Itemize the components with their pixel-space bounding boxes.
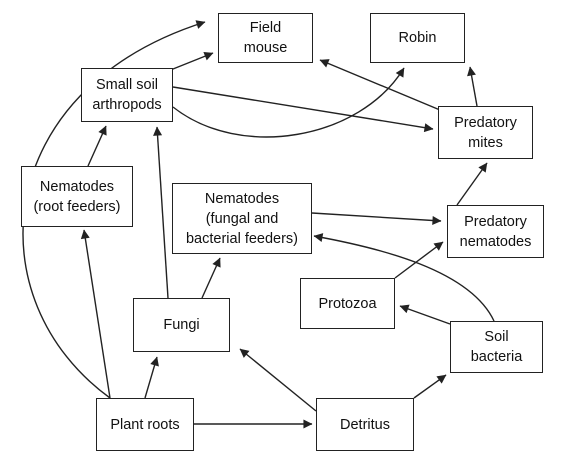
arrow-plant-roots-to-nematodes-root-feeders xyxy=(80,229,111,399)
arrow-predatory-mites-to-field-mouse xyxy=(319,59,441,111)
node-nematodes-fungal-bacterial-feeders: Nematodes (fungal and bacterial feeders) xyxy=(172,183,312,254)
node-small-soil-arthropods: Small soil arthropods xyxy=(81,68,173,122)
node-robin: Robin xyxy=(370,13,465,63)
arrow-small-soil-arthropods-to-predatory-mites xyxy=(172,86,434,133)
arrow-protozoa-to-predatory-nematodes xyxy=(394,241,444,279)
arrow-small-soil-arthropods-to-robin xyxy=(172,67,405,138)
node-soil-bacteria: Soil bacteria xyxy=(450,321,543,373)
arrow-small-soil-arthropods-to-field-mouse xyxy=(167,51,214,72)
node-predatory-nematodes: Predatory nematodes xyxy=(447,205,544,258)
arrow-nematodes-fungal-bacterial-feeders-to-predatory-nematodes xyxy=(311,212,442,225)
node-detritus: Detritus xyxy=(316,398,414,451)
arrow-soil-bacteria-to-nematodes-fungal-bacterial-feeders xyxy=(313,233,495,322)
node-protozoa: Protozoa xyxy=(300,278,395,329)
arrow-predatory-mites-to-robin xyxy=(467,66,478,107)
node-predatory-mites: Predatory mites xyxy=(438,106,533,159)
node-nematodes-root-feeders: Nematodes (root feeders) xyxy=(21,166,133,227)
arrow-predatory-nematodes-to-predatory-mites xyxy=(456,162,488,206)
node-fungi: Fungi xyxy=(133,298,230,352)
node-field-mouse: Field mouse xyxy=(218,13,313,63)
arrow-nematodes-root-feeders-to-small-soil-arthropods xyxy=(87,125,107,167)
arrow-fungi-to-nematodes-fungal-bacterial-feeders xyxy=(201,257,221,299)
node-plant-roots: Plant roots xyxy=(96,398,194,451)
arrow-fungi-to-small-soil-arthropods xyxy=(153,126,169,299)
arrow-plant-roots-to-fungi xyxy=(144,356,159,399)
arrow-detritus-to-soil-bacteria xyxy=(413,374,447,399)
arrow-soil-bacteria-to-protozoa xyxy=(399,304,451,325)
arrow-detritus-to-fungi xyxy=(239,348,317,412)
